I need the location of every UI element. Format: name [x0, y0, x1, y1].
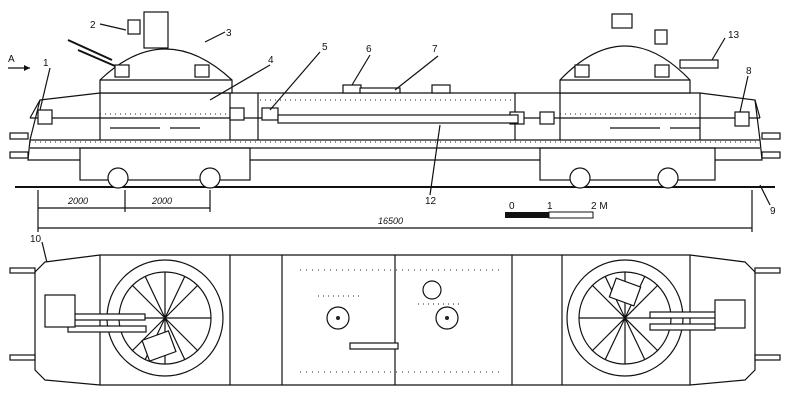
- callout-1: 1: [43, 58, 49, 69]
- scale-tick-2: 2 M: [591, 201, 608, 212]
- callout-7: 7: [432, 44, 438, 55]
- callout-2: 2: [90, 20, 96, 31]
- callout-10: 10: [30, 234, 42, 245]
- view-marker-label: A: [8, 54, 15, 65]
- callout-4: 4: [268, 55, 274, 66]
- side-rivets: [30, 99, 760, 143]
- callout-6: 6: [366, 44, 372, 55]
- callout-9: 9: [770, 206, 776, 217]
- callouts: 1 2 3 4 5 6 7 8 9 10 12 13: [30, 20, 776, 301]
- callout-5: 5: [322, 42, 328, 53]
- view-arrow-a: A: [8, 54, 30, 71]
- callout-12: 12: [425, 196, 437, 207]
- dim-bogie-right: 2000: [151, 196, 172, 206]
- callout-3: 3: [226, 28, 232, 39]
- callout-8: 8: [746, 66, 752, 77]
- dim-bogie-left: 2000: [67, 196, 88, 206]
- scale-tick-0: 0: [509, 201, 515, 212]
- plan-view: [9, 254, 781, 386]
- plan-turret-right: [566, 259, 746, 377]
- plan-center-deck: [300, 269, 500, 373]
- side-turret-right: [559, 13, 719, 94]
- scale-tick-1: 1: [547, 201, 553, 212]
- side-view: [9, 11, 781, 189]
- plan-buffers: [9, 267, 781, 361]
- side-hull: [9, 84, 781, 181]
- dim-overall-length: 16500: [378, 216, 403, 226]
- side-turret-left: [67, 11, 233, 94]
- dimension-lines: 2000 2000 16500: [37, 190, 753, 232]
- callout-13: 13: [728, 30, 740, 41]
- plan-turret-left: [44, 259, 224, 377]
- side-wheels: [107, 167, 679, 189]
- scale-bar: 0 1 2 M: [505, 201, 608, 219]
